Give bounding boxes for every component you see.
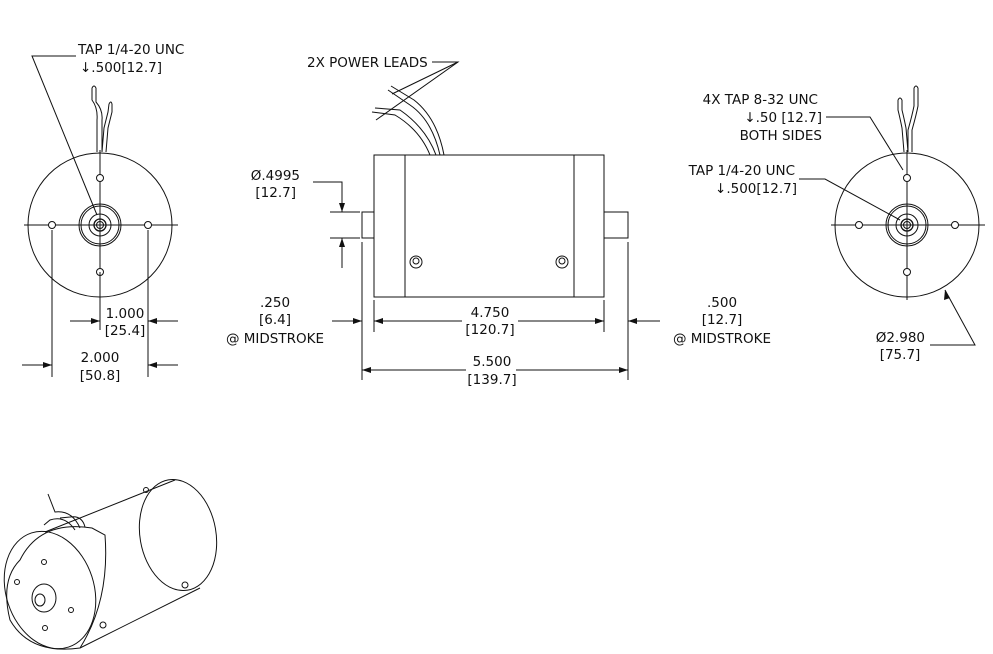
left-stroke-note: @ MIDSTROKE	[226, 331, 324, 347]
tap-depth: ↓.500[12.7]	[80, 60, 162, 76]
total-length: 5.500	[473, 354, 512, 370]
outer-dia: Ø2.980	[876, 330, 925, 346]
tap4-note: 4X TAP 8-32 UNC	[703, 92, 818, 108]
right-stroke-note: @ MIDSTROKE	[673, 331, 771, 347]
tap-leader	[31, 55, 98, 216]
left-shaft	[361, 211, 375, 239]
right-stroke: .500	[707, 295, 737, 311]
tap4-sides: BOTH SIDES	[740, 128, 822, 144]
left-stroke: .250	[260, 295, 290, 311]
motor-body	[373, 154, 605, 298]
right-stroke-mm: [12.7]	[702, 312, 743, 328]
right-end-view: 4X TAP 8-32 UNC ↓.50 [12.7] BOTH SIDES T…	[688, 85, 986, 363]
dim-2000: 2.000	[81, 350, 120, 366]
right-shaft	[603, 211, 629, 239]
tap-depth: ↓.500[12.7]	[715, 181, 797, 197]
lead-wires	[91, 85, 103, 152]
dim-2000-mm: [50.8]	[80, 368, 121, 384]
left-end-view: TAP 1/4-20 UNC ↓.500[12.7] 1.000 [25.4] …	[22, 42, 184, 384]
left-stroke-mm: [6.4]	[259, 312, 291, 328]
side-view: 2X POWER LEADS Ø.4995 [12.7] .250 [6.4] …	[226, 55, 771, 388]
screw-hole	[409, 255, 423, 269]
body-length-mm: [120.7]	[465, 322, 514, 338]
tap-note: TAP 1/4-20 UNC	[77, 42, 184, 58]
total-length-mm: [139.7]	[467, 372, 516, 388]
isometric-view	[3, 478, 218, 650]
leads-note: 2X POWER LEADS	[307, 55, 428, 71]
outer-dia-mm: [75.7]	[880, 347, 921, 363]
tap4-depth: ↓.50 [12.7]	[744, 110, 822, 126]
shaft-dia-mm: [12.7]	[255, 185, 296, 201]
screw-hole	[555, 255, 569, 269]
body-length: 4.750	[471, 305, 510, 321]
tap-note: TAP 1/4-20 UNC	[688, 163, 795, 179]
dim-1000: 1.000	[106, 306, 145, 322]
dim-1000-mm: [25.4]	[105, 323, 146, 339]
shaft-dia: Ø.4995	[251, 168, 300, 184]
power-leads	[371, 85, 445, 156]
